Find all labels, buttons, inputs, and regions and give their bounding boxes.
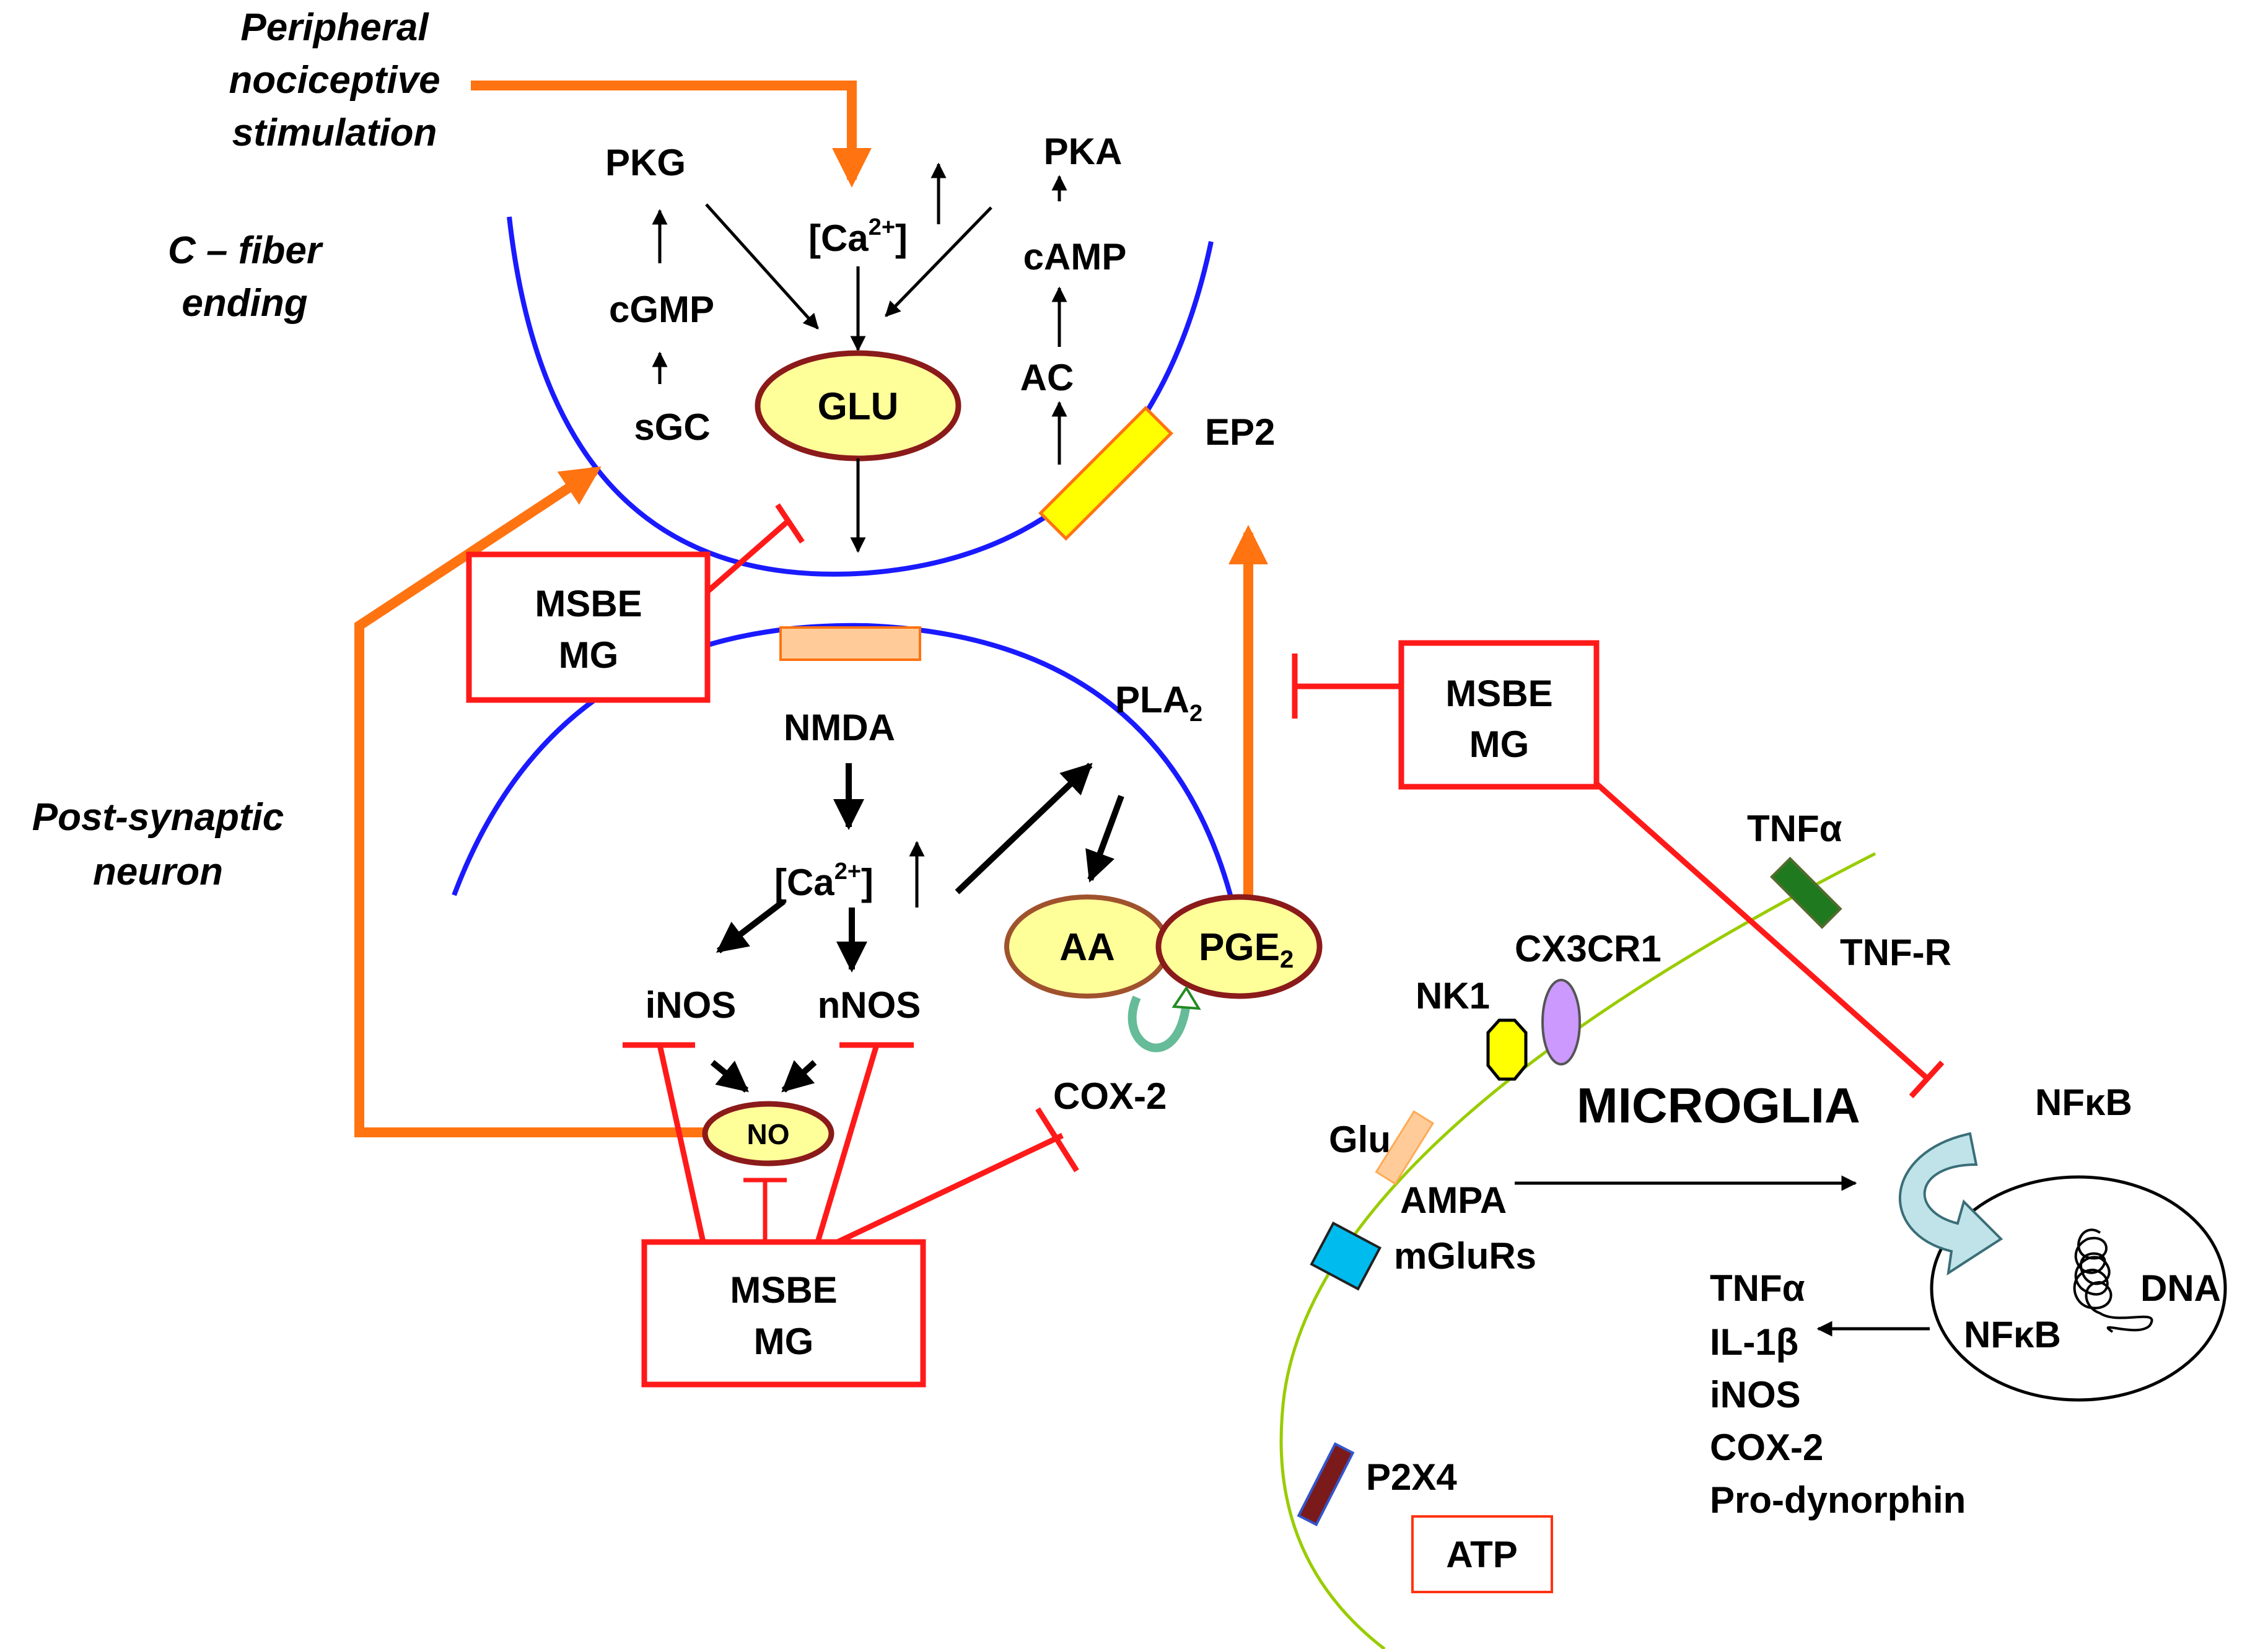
msbe-top-inhibit-bar: [775, 503, 805, 544]
pkg-glu-arrow: [705, 203, 819, 330]
msbe-box-top: MSBE MG: [466, 551, 711, 703]
microglia-membrane: [1279, 852, 1876, 1649]
no-node: [702, 1101, 834, 1166]
tnfa-membrane-label: TNFα: [1747, 808, 1842, 849]
cgmp-label: cGMP: [609, 289, 714, 330]
ep2-receptor: [1038, 406, 1173, 541]
mglur-receptor: [1310, 1221, 1382, 1291]
nucleus: [1930, 1175, 2227, 1402]
mg-bottom-label: MG: [754, 1321, 814, 1362]
msbe-bottom-label: MSBE: [730, 1269, 837, 1311]
no-feedback-arrow: [354, 466, 706, 1137]
p2x4-receptor: [1297, 1442, 1355, 1526]
dna-label: DNA: [2140, 1267, 2221, 1309]
atp-box: [1411, 1515, 1553, 1593]
nmda-receptor: [779, 626, 921, 661]
mg-right-label: MG: [1469, 724, 1530, 765]
ep2-label: EP2: [1205, 411, 1275, 453]
peripheral-label-1: Peripheral: [240, 6, 429, 49]
msbe-bottom-cox2-inhibit-bar: [1035, 1107, 1079, 1173]
ca-top-label: [Ca2+]: [808, 214, 908, 259]
cx3cr1-label: CX3CR1: [1515, 928, 1662, 969]
msbe-top-label: MSBE: [535, 583, 642, 624]
glu-microglia-label: Glu: [1329, 1119, 1391, 1160]
no-label: NO: [747, 1118, 790, 1150]
pla2-label: PLA2: [1115, 679, 1202, 727]
nfkb-top-label: NFκB: [2035, 1082, 2132, 1123]
ampa-label: AMPA: [1400, 1179, 1507, 1221]
aa-label: AA: [1059, 926, 1115, 969]
output-prodynorphin: Pro-dynorphin: [1710, 1479, 1966, 1521]
cox2-conversion-arrow: [1127, 995, 1191, 1052]
nmda-label: NMDA: [784, 707, 895, 748]
dna-strand: [2073, 1228, 2153, 1333]
mglurs-label: mGluRs: [1394, 1235, 1536, 1277]
microglia-label: MICROGLIA: [1577, 1078, 1860, 1133]
nfkb-nucleus-label: NFκB: [1964, 1314, 2061, 1355]
cox2-arrowhead: [1171, 986, 1201, 1010]
nnos-no-arrow: [781, 1060, 817, 1093]
ca-post-label: [Ca2+]: [774, 859, 873, 903]
nk1-receptor: [1486, 1018, 1528, 1081]
pka-label: PKA: [1044, 131, 1123, 172]
output-cox2: COX-2: [1710, 1427, 1823, 1468]
output-tnfa: TNFα: [1710, 1267, 1805, 1309]
msbe-right-nfkb-inhibit-line: [1595, 781, 1929, 1080]
nk1-label: NK1: [1416, 975, 1490, 1017]
atp-label: ATP: [1446, 1534, 1518, 1575]
tnfr-receptor: [1770, 857, 1842, 929]
ac-label: AC: [1020, 357, 1074, 398]
peripheral-label-2: nociceptive: [229, 59, 440, 102]
msbe-right-label: MSBE: [1445, 673, 1552, 714]
inos-no-arrow: [710, 1060, 749, 1093]
pka-glu-arrow: [885, 206, 992, 317]
pge2-node: [1155, 894, 1323, 999]
output-il1b: IL-1β: [1710, 1321, 1798, 1363]
pkg-label: PKG: [605, 142, 686, 183]
sgc-label: sGC: [634, 406, 710, 448]
nnos-label: nNOS: [818, 984, 921, 1026]
msbe-box-bottom: MSBE MG: [641, 1239, 926, 1388]
ca-inos-arrow: [716, 899, 786, 953]
glu-label: GLU: [818, 385, 899, 428]
peripheral-label-3: stimulation: [232, 112, 437, 154]
cox2-label: COX-2: [1053, 1075, 1167, 1117]
tnfr-label: TNF-R: [1840, 932, 1951, 973]
ca-pla2-arrow: [955, 763, 1093, 894]
pge2-label: PGE2: [1199, 926, 1294, 973]
output-inos: iNOS: [1710, 1374, 1801, 1415]
mg-top-label: MG: [559, 634, 619, 676]
cx3cr1-receptor: [1541, 979, 1581, 1065]
camp-label: cAMP: [1023, 236, 1127, 278]
msbe-bottom-cox2-inhibit-line: [836, 1132, 1064, 1245]
msbe-top-inhibit-line: [706, 520, 789, 594]
msbe-box-right: MSBE MG: [1398, 640, 1600, 790]
pla2-aa-arrow: [1085, 795, 1124, 883]
cfiber-label-2: ending: [182, 282, 307, 325]
msbe-bottom-inos-inhibit-line: [657, 1044, 706, 1243]
nfkb-translocation-arrow: [1898, 1132, 2003, 1276]
msbe-right-nfkb-inhibit-bar: [1909, 1060, 1945, 1099]
glu-receptor: [1375, 1110, 1435, 1185]
postsynaptic-membrane: [452, 623, 1235, 905]
msbe-bottom-nnos-inhibit-line: [815, 1044, 880, 1243]
cfiber-label-1: C – fiber: [168, 229, 323, 272]
p2x4-label: P2X4: [1366, 1456, 1457, 1498]
peripheral-stimulation-arrow: [471, 81, 872, 188]
postsyn-label-2: neuron: [93, 851, 223, 893]
postsyn-label-1: Post-synaptic: [32, 796, 284, 839]
inos-label: iNOS: [646, 984, 737, 1026]
